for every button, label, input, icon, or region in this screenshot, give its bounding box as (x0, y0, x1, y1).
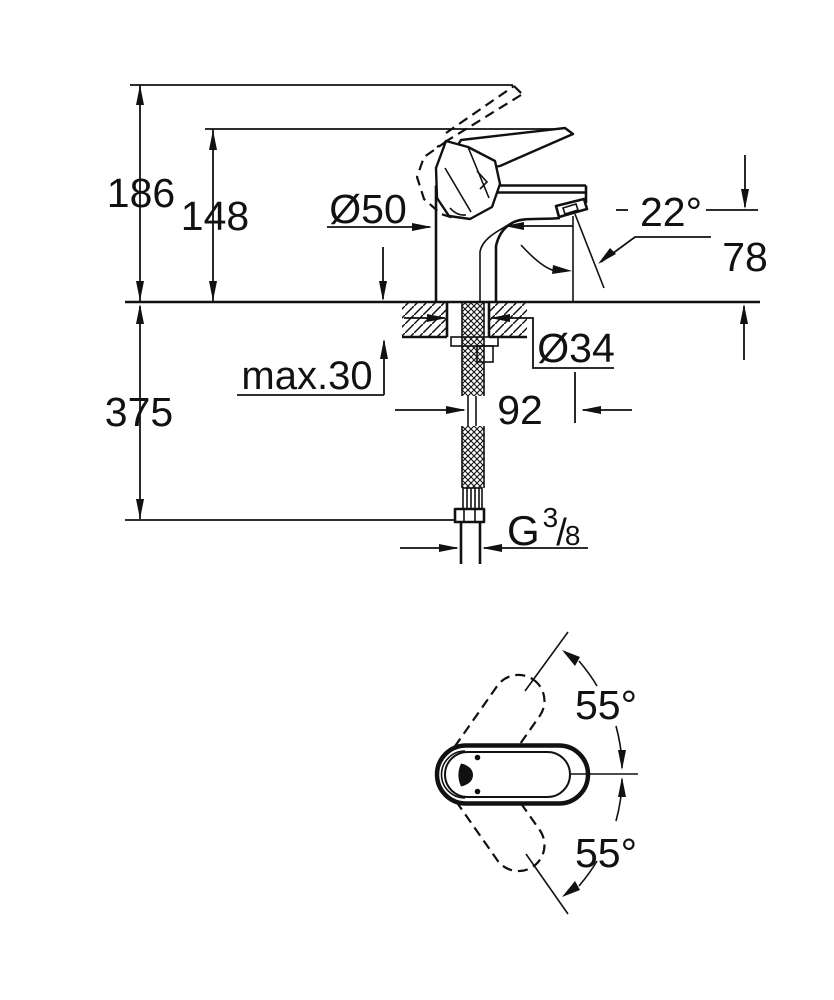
dimension-hose-length: 375 (105, 304, 455, 521)
temp-indicator (458, 763, 473, 787)
lever-raised-ghost (415, 85, 524, 221)
side-view: 186 148 Ø50 (105, 84, 768, 564)
top-view: 55° 55° (434, 631, 638, 915)
aerator (554, 197, 589, 219)
dimension-spout-angle: 22° (504, 189, 758, 302)
label-spout-angle: 22° (640, 189, 702, 235)
dimension-outlet-reach: 92 (395, 372, 632, 433)
dimension-hole-diameter: Ø34 (404, 314, 615, 371)
lever-handle (434, 126, 575, 221)
label-deck-thickness: max.30 (241, 354, 372, 398)
handle-plan-view (434, 743, 591, 806)
label-total-height: 186 (107, 170, 175, 216)
hose-nut (453, 507, 486, 524)
hose-break (467, 396, 477, 426)
dimension-handle-height: 148 (181, 128, 560, 302)
label-hole-diameter: Ø34 (537, 325, 615, 371)
hose-tube-end (459, 522, 482, 564)
swivel-line-lower (525, 853, 569, 915)
supply-hose (450, 303, 499, 564)
dimension-swivel-upper: 55° (562, 650, 637, 770)
dimension-outlet-height: 78 (722, 155, 768, 360)
label-handle-height: 148 (181, 193, 249, 239)
dimension-total-height: 186 (107, 84, 513, 302)
label-outlet-reach: 92 (497, 387, 543, 433)
label-swivel-upper: 55° (575, 682, 637, 728)
label-body-diameter: Ø50 (329, 186, 407, 232)
label-swivel-lower: 55° (575, 830, 637, 876)
label-hose-length: 375 (105, 389, 173, 435)
swivel-line-upper (524, 631, 569, 692)
dimension-swivel-lower: 55° (562, 777, 637, 897)
dimension-body-diameter: Ø50 (327, 186, 432, 232)
dimension-deck-thickness: max.30 (237, 247, 388, 398)
label-outlet-height: 78 (722, 234, 768, 280)
mounting-deck (402, 303, 527, 339)
